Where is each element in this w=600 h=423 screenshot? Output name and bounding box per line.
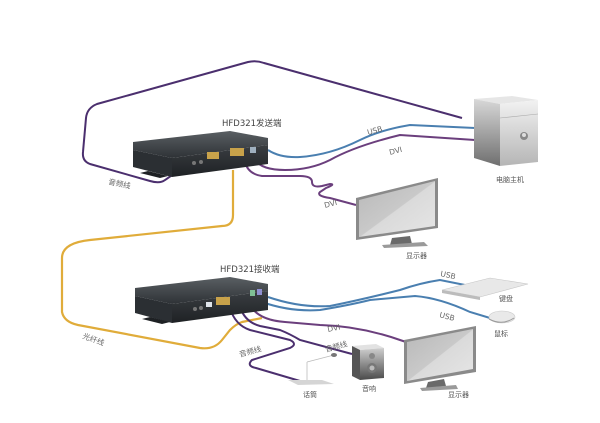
usb-cable-mouse <box>261 294 491 319</box>
keyboard <box>441 277 529 300</box>
fiber-cable-label: 光纤线 <box>81 330 106 347</box>
speaker <box>352 344 384 380</box>
receiver-title: HFD321接收端 <box>220 264 280 275</box>
audio-cable-speaker <box>239 306 353 355</box>
transmitter-device <box>133 131 268 178</box>
usb-cable-keyboard-label: USB <box>440 269 457 281</box>
dvi-cable-bottom-label: DVI <box>327 322 342 334</box>
dvi-cable-bottom <box>249 304 413 345</box>
microphone-label: 话筒 <box>303 390 317 399</box>
dvi-cable-top <box>254 133 476 172</box>
monitor-bottom-label: 显示器 <box>448 391 469 399</box>
receiver-device <box>135 277 268 324</box>
mouse-label: 鼠标 <box>494 329 508 338</box>
audio-cable-top <box>81 60 463 184</box>
usb-cable-keyboard <box>267 278 471 308</box>
transmitter-title: HFD321发送端 <box>222 118 282 129</box>
pc-label: 电脑主机 <box>496 175 524 184</box>
audio-cable-top-label: 音频线 <box>108 176 133 191</box>
fiber-cable <box>60 170 263 350</box>
keyboard-label: 键盘 <box>499 294 513 303</box>
usb-cable-mouse-label: USB <box>438 310 455 323</box>
speaker-label: 音响 <box>362 384 376 393</box>
usb-cable-top <box>267 123 476 159</box>
monitor-top <box>356 178 438 248</box>
audio-cable-mic-label: 音频线 <box>238 343 263 359</box>
audio-cable-mic <box>229 307 301 382</box>
monitor-top-label: 显示器 <box>406 252 427 260</box>
dvi-cable-monitor-top-label: DVI <box>323 198 338 210</box>
microphone <box>288 353 337 385</box>
dvi-cable-monitor-top <box>244 161 357 206</box>
pc-tower <box>474 96 539 166</box>
mouse <box>488 310 516 324</box>
monitor-bottom <box>404 326 476 391</box>
dvi-cable-top-label: DVI <box>388 145 403 157</box>
usb-cable-top-label: USB <box>366 124 383 137</box>
